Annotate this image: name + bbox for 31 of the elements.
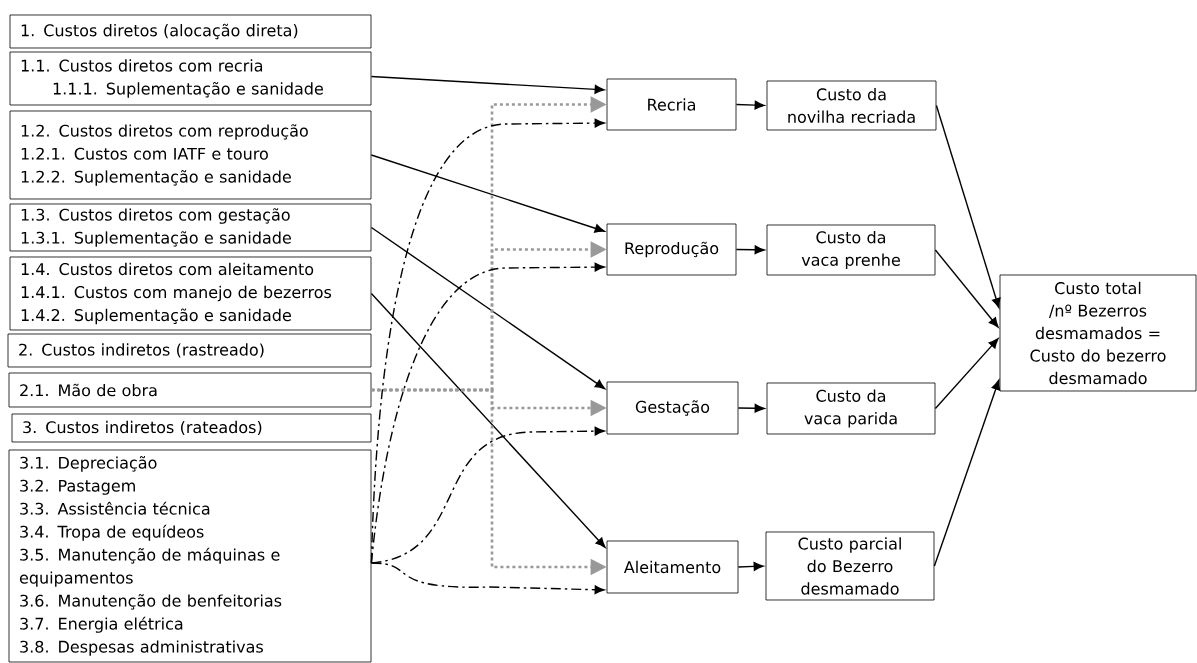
cost-category-box: 3. Custos indiretos (rateados): [11, 413, 372, 443]
stage-box: Recria: [606, 78, 737, 131]
arrow: [934, 249, 999, 328]
total-cost-box: Custo total /nº Bezerros desmamados = Custo do bezerro desmamado: [999, 274, 1197, 392]
cost-box: Custo parcial do Bezerro desmamado: [765, 531, 935, 601]
cost-category-box: 1.1. Custos diretos com recria 1.1.1. Suplementação e sanidade: [9, 51, 372, 106]
arrow: [737, 562, 764, 571]
arrow: [370, 292, 606, 548]
cost-category-box: 1.4. Custos diretos com aleitamento 1.4.1. Custos com manejo de bezerros 1.4.2. Suplementação e sanidade: [9, 256, 372, 331]
cost-box: Custo da vaca parida: [766, 382, 936, 435]
arrow: [370, 562, 605, 595]
arrow: [935, 104, 1001, 309]
arrow: [370, 262, 605, 564]
cost-box: Custo da vaca prenhe: [766, 224, 936, 276]
cost-category-box: 3.1. Depreciação 3.2. Pastagem 3.3. Assistência técnica 3.4. Tropa de equídeos 3.5. Manutenção de máquinas e equipamentos 3.6. Manutenção de benfeitorias 3.7. Energia elétrica 3.8. Despesas administrativas: [8, 449, 372, 663]
cost-category-box: 1.3. Custos diretos com gestação 1.3.1. Suplementação e sanidade: [9, 203, 372, 252]
cost-category-box: 2. Custos indiretos (rastreado): [7, 333, 372, 368]
cost-category-box: 2.1. Mão de obra: [8, 372, 372, 408]
stage-box: Reprodução: [606, 223, 737, 276]
arrow: [735, 100, 765, 110]
cost-box: Custo da novilha recriada: [766, 80, 937, 131]
arrow: [934, 338, 999, 410]
arrow: [370, 154, 605, 233]
cost-category-box: 1.2. Custos diretos com reprodução 1.2.1. Custos com IATF e touro 1.2.2. Suplementação e sanidade: [9, 110, 372, 200]
cost-category-box: 1. Custos diretos (alocação direta): [9, 14, 372, 49]
stage-box: Gestação: [606, 381, 739, 435]
arrow: [737, 403, 765, 413]
arrow: [735, 245, 765, 255]
stage-box: Aleitamento: [606, 540, 739, 594]
arrow: [370, 75, 605, 94]
arrow: [933, 379, 1001, 567]
